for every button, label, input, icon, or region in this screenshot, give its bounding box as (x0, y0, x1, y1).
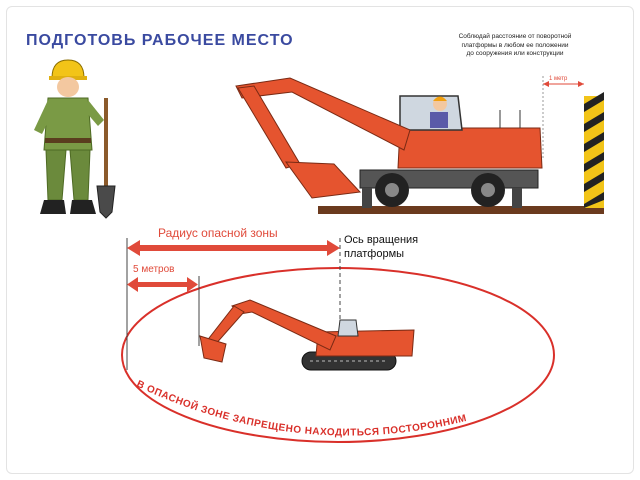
note-line-3: до сооружения или конструкции (466, 50, 564, 57)
tracked-excavator (199, 299, 415, 371)
note-line-1: Соблюдай расстояние от поворотной (458, 33, 572, 40)
wheeled-excavator (235, 77, 604, 214)
axis-label-line-2: платформы (344, 248, 405, 260)
warning-text: В ОПАСНОЙ ЗОНЕ ЗАПРЕЩЕНО НАХОДИТЬСЯ ПОСТ… (135, 379, 468, 439)
one-meter-arrow (542, 76, 584, 160)
radius-label: Радиус опасной зоны (158, 226, 278, 240)
poster-frame (6, 6, 634, 474)
note-line-2: платформы в любом ее положении (461, 41, 569, 49)
worker-figure (34, 59, 104, 214)
five-meter-arrow (127, 277, 198, 292)
radius-arrow (127, 240, 340, 256)
one-meter-label: 1 метр (549, 76, 568, 82)
distance-note: Соблюдай расстояние от поворотной платфо… (420, 33, 610, 59)
rotation-axis-label: Ось вращения платформы (344, 233, 418, 261)
danger-zone-ellipse (121, 267, 555, 443)
shovel-icon (96, 98, 116, 219)
striped-barrier (584, 92, 604, 208)
five-meters-label: 5 метров (133, 264, 175, 275)
poster-title: ПОДГОТОВЬ РАБОЧЕЕ МЕСТО (26, 32, 294, 49)
axis-label-line-1: Ось вращения (344, 234, 419, 246)
